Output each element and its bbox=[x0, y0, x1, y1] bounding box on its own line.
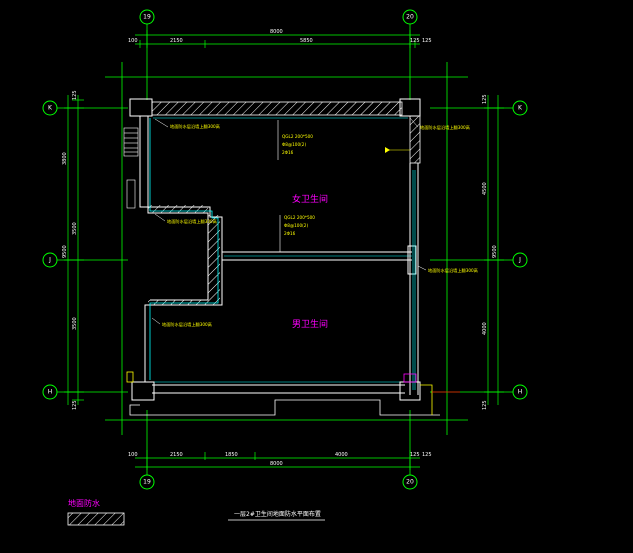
axis-lines bbox=[57, 24, 513, 475]
axis-label-J-left: J bbox=[48, 257, 51, 264]
dim-top-seg-1: 2150 bbox=[170, 38, 183, 44]
legend-label: 地面防水 bbox=[68, 498, 100, 508]
axis-label-K-left: K bbox=[48, 105, 53, 112]
dim-right-seg-2: 9500 bbox=[492, 245, 498, 258]
legend-hatch-swatch bbox=[67, 512, 125, 526]
dims-left bbox=[64, 95, 84, 405]
dim-bottom-seg-1: 2150 bbox=[170, 452, 183, 458]
dim-left-seg-1: 3800 bbox=[62, 152, 68, 165]
dim-left-seg-3: 3500 bbox=[72, 222, 78, 235]
dim-left-seg-4: 3500 bbox=[72, 317, 78, 330]
dim-top-right-offset: 125 bbox=[410, 38, 420, 44]
column-top-right bbox=[399, 98, 421, 117]
slab-note-2: QGL2 200*500 bbox=[284, 215, 315, 220]
dims-top bbox=[135, 30, 420, 48]
dim-top-left-offset: 100 bbox=[128, 38, 138, 44]
axis-label-H-left: H bbox=[48, 389, 53, 396]
slab-note-1: QGL2 200*500 bbox=[282, 134, 313, 139]
axis-label-J-right: J bbox=[518, 257, 521, 264]
wall-note-3: 地面防水层沿墙上翻300高 bbox=[162, 321, 212, 328]
drawing-title: 一层2#卫生间地面防水平面布置 bbox=[234, 510, 321, 518]
slab-note-1c: 2Φ16 bbox=[282, 150, 294, 155]
axis-label-20-top: 20 bbox=[406, 14, 414, 21]
dim-top-right-offset-2: 125 bbox=[422, 38, 432, 44]
dims-right bbox=[484, 95, 504, 405]
dim-top-total: 8000 bbox=[270, 29, 283, 35]
column-bottom-left bbox=[131, 381, 155, 401]
room-label-mens: 男卫生间 bbox=[292, 318, 328, 330]
wall-notes: QGL2 200*500 Φ8@100(2) 2Φ16 QGL2 200*500… bbox=[151, 117, 478, 328]
dim-right-bottom-offset: 125 bbox=[482, 400, 488, 410]
dim-right-top-offset: 125 bbox=[482, 94, 488, 104]
axis-label-19-bottom: 19 bbox=[143, 479, 151, 486]
dim-bottom-total: 8000 bbox=[270, 461, 283, 467]
wall-note-2: 地面防水层沿墙上翻300高 bbox=[167, 218, 217, 225]
axis-label-19-top: 19 bbox=[143, 14, 151, 21]
top-wall-hatch bbox=[151, 101, 403, 116]
wall-note-4: 地面防水层沿墙上翻300高 bbox=[420, 124, 470, 131]
dim-bottom-right-offset: 125 bbox=[410, 452, 420, 458]
floor-plan-walls bbox=[123, 98, 460, 416]
wall-note-1: 地面防水层沿墙上翻300高 bbox=[170, 123, 220, 130]
dim-bottom-right-offset-2: 125 bbox=[422, 452, 432, 458]
slab-note-2c: 2Φ16 bbox=[284, 231, 296, 236]
right-wall-hatch bbox=[409, 115, 421, 164]
wall-note-5: 地面防水层沿墙上翻300高 bbox=[428, 267, 478, 274]
axis-label-20-bottom: 20 bbox=[406, 479, 414, 486]
axis-label-K-right: K bbox=[518, 105, 523, 112]
dim-left-top-offset: 125 bbox=[72, 90, 78, 100]
dim-bottom-seg-2: 1850 bbox=[225, 452, 238, 458]
dim-left-bottom-offset: 125 bbox=[72, 400, 78, 410]
room-label-womens: 女卫生间 bbox=[292, 193, 328, 205]
dim-top-seg-2: 5850 bbox=[300, 38, 313, 44]
dim-left-seg-2: 9500 bbox=[62, 245, 68, 258]
dim-bottom-left-offset: 100 bbox=[128, 452, 138, 458]
axis-label-H-right: H bbox=[518, 389, 523, 396]
dim-right-seg-1: 4500 bbox=[482, 182, 488, 195]
slab-note-1b: Φ8@100(2) bbox=[282, 142, 306, 147]
column-top-left bbox=[129, 98, 153, 117]
dim-right-seg-3: 4000 bbox=[482, 322, 488, 335]
dims-bottom bbox=[135, 450, 420, 470]
axis-markers: 19 20 19 20 K J H K J H bbox=[42, 9, 528, 490]
slab-note-2b: Φ8@100(2) bbox=[284, 223, 308, 228]
dim-bottom-seg-3: 4000 bbox=[335, 452, 348, 458]
